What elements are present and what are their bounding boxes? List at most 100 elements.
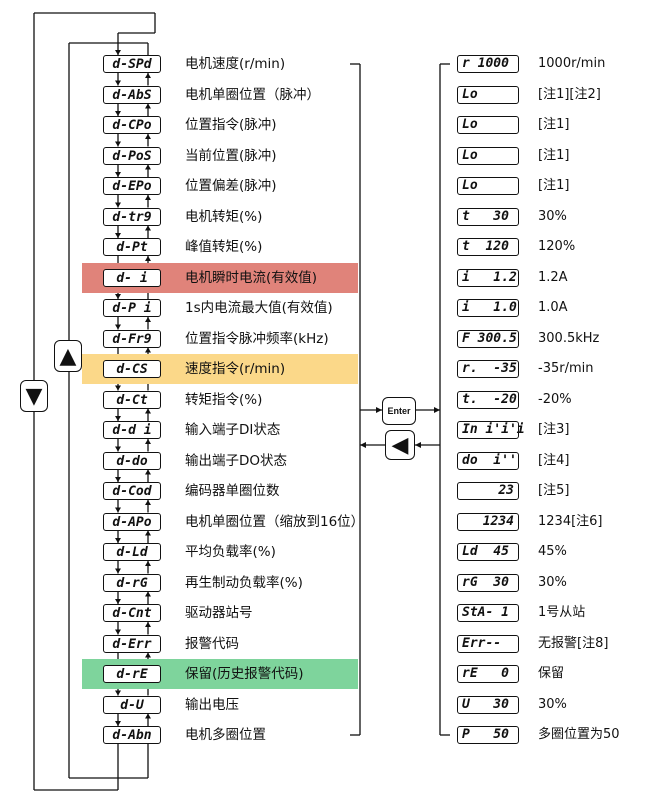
param-code-display: d-APo <box>103 512 161 531</box>
up-arrow-icon <box>145 347 151 353</box>
up-arrow-icon <box>145 652 151 658</box>
down-arrow-icon <box>115 568 121 574</box>
param-description: 电机单圈位置（脉冲） <box>185 86 320 103</box>
left-arrow-icon: ◀ <box>391 432 409 458</box>
up-arrow-icon <box>145 530 151 536</box>
down-key-button[interactable]: ▼ <box>20 380 48 412</box>
param-code-display: d-CS <box>103 360 161 378</box>
param-value-text: [注4] <box>538 452 570 468</box>
param-description: 位置偏差(脉冲) <box>185 178 277 194</box>
param-code-display: d-d i <box>103 421 161 439</box>
param-value-text: [注5] <box>538 483 570 498</box>
param-code-display: d-Ct <box>103 390 161 409</box>
param-value-text: [注1] <box>538 178 570 193</box>
param-code-display: d-AbS <box>103 85 161 104</box>
param-value-display: Err-- <box>457 634 519 653</box>
param-value-text: 保留 <box>538 666 565 681</box>
param-value-display: Lo <box>457 146 519 165</box>
up-arrow-icon <box>145 164 151 170</box>
param-value-display: r. -35 <box>457 360 519 378</box>
up-arrow-icon: ▲ <box>59 343 77 369</box>
param-description: 电机多圈位置 <box>185 727 266 743</box>
param-description: 输出端子DO状态 <box>185 452 288 469</box>
param-code-display: d-Cod <box>103 482 161 500</box>
param-value-text: 无报警[注8] <box>538 635 609 651</box>
param-description: 报警代码 <box>185 635 239 652</box>
param-value-text: -35r/min <box>538 361 594 376</box>
down-arrow-icon <box>115 324 121 330</box>
up-arrow-icon <box>145 73 151 78</box>
param-value-text: 多圈位置为50 <box>538 727 620 742</box>
param-value-display: i 1.2 <box>457 268 519 287</box>
param-code-display: d-SPd <box>103 55 161 73</box>
param-value-text: 30% <box>538 208 567 224</box>
up-key-button[interactable]: ▲ <box>54 340 82 372</box>
down-arrow-icon <box>115 416 121 421</box>
param-value-display: Ld 45 <box>457 543 519 561</box>
up-arrow-icon <box>145 103 151 109</box>
param-description: 编码器单圈位数 <box>185 483 280 499</box>
down-arrow-icon <box>115 111 121 116</box>
enter-key-button[interactable]: Enter <box>382 397 416 425</box>
param-code-display: d-rG <box>103 573 161 592</box>
param-description: 保留(历史报警代码) <box>185 666 304 682</box>
right-arrow-icon <box>434 407 440 413</box>
down-arrow-icon <box>115 690 121 696</box>
param-value-display: rG 30 <box>457 573 519 592</box>
param-value-display: do i'' <box>457 451 519 470</box>
param-value-display: t. -20 <box>457 390 519 409</box>
param-value-display: 1234 <box>457 512 519 531</box>
param-value-text: [注1] <box>538 147 570 163</box>
up-arrow-icon <box>145 225 151 231</box>
param-description: 电机速度(r/min) <box>185 56 286 72</box>
param-code-display: d-Abn <box>103 726 161 744</box>
param-code-display: d-Pt <box>103 238 161 256</box>
param-code-display: d-CPo <box>103 116 161 134</box>
param-value-text: 300.5kHz <box>538 330 600 346</box>
param-description: 电机单圈位置（缩放到16位） <box>185 513 365 530</box>
down-arrow-icon <box>115 599 121 604</box>
down-arrow-icon <box>115 629 121 635</box>
up-arrow-icon <box>145 561 151 566</box>
up-arrow-icon <box>145 134 151 139</box>
param-value-text: 45% <box>538 544 567 559</box>
param-description: 1s内电流最大值(有效值) <box>185 300 333 316</box>
param-code-display: d-Err <box>103 634 161 653</box>
param-value-text: [注1] <box>538 117 570 132</box>
param-value-display: P 50 <box>457 726 519 744</box>
param-value-text: 120% <box>538 239 576 254</box>
right-arrow-icon <box>376 407 382 413</box>
param-code-display: d-U <box>103 695 161 714</box>
param-description: 输出电压 <box>185 696 239 713</box>
down-arrow-icon <box>115 538 121 543</box>
param-value-display: Lo <box>457 85 519 104</box>
up-arrow-icon <box>145 408 151 414</box>
param-value-text: 30% <box>538 696 567 712</box>
down-arrow-icon <box>115 80 121 86</box>
param-value-display: F 300.5 <box>457 329 519 348</box>
param-value-display: t 30 <box>457 207 519 226</box>
param-code-display: d-Fr9 <box>103 329 161 348</box>
param-code-display: d-EPo <box>103 177 161 195</box>
param-value-text: 1000r/min <box>538 56 606 71</box>
param-value-display: U 30 <box>457 695 519 714</box>
up-arrow-icon <box>145 256 151 261</box>
left-key-button[interactable]: ◀ <box>385 430 415 460</box>
down-arrow-icon <box>115 446 121 452</box>
param-code-display: d- i <box>103 268 161 287</box>
param-description: 转矩指令(%) <box>185 391 263 408</box>
down-arrow-icon <box>115 477 121 482</box>
param-description: 电机转矩(%) <box>185 208 263 225</box>
param-value-text: 30% <box>538 574 567 590</box>
down-arrow-icon <box>115 721 121 726</box>
param-description: 速度指令(r/min) <box>185 361 286 377</box>
param-description: 当前位置(脉冲) <box>185 147 277 164</box>
down-arrow-icon <box>115 294 121 299</box>
param-code-display: d-tr9 <box>103 207 161 226</box>
down-arrow-icon <box>115 141 121 147</box>
up-arrow-icon <box>145 713 151 719</box>
param-description: 电机瞬时电流(有效值) <box>185 269 318 286</box>
param-code-display: d-rE <box>103 665 161 683</box>
enter-key-label: Enter <box>387 406 411 416</box>
